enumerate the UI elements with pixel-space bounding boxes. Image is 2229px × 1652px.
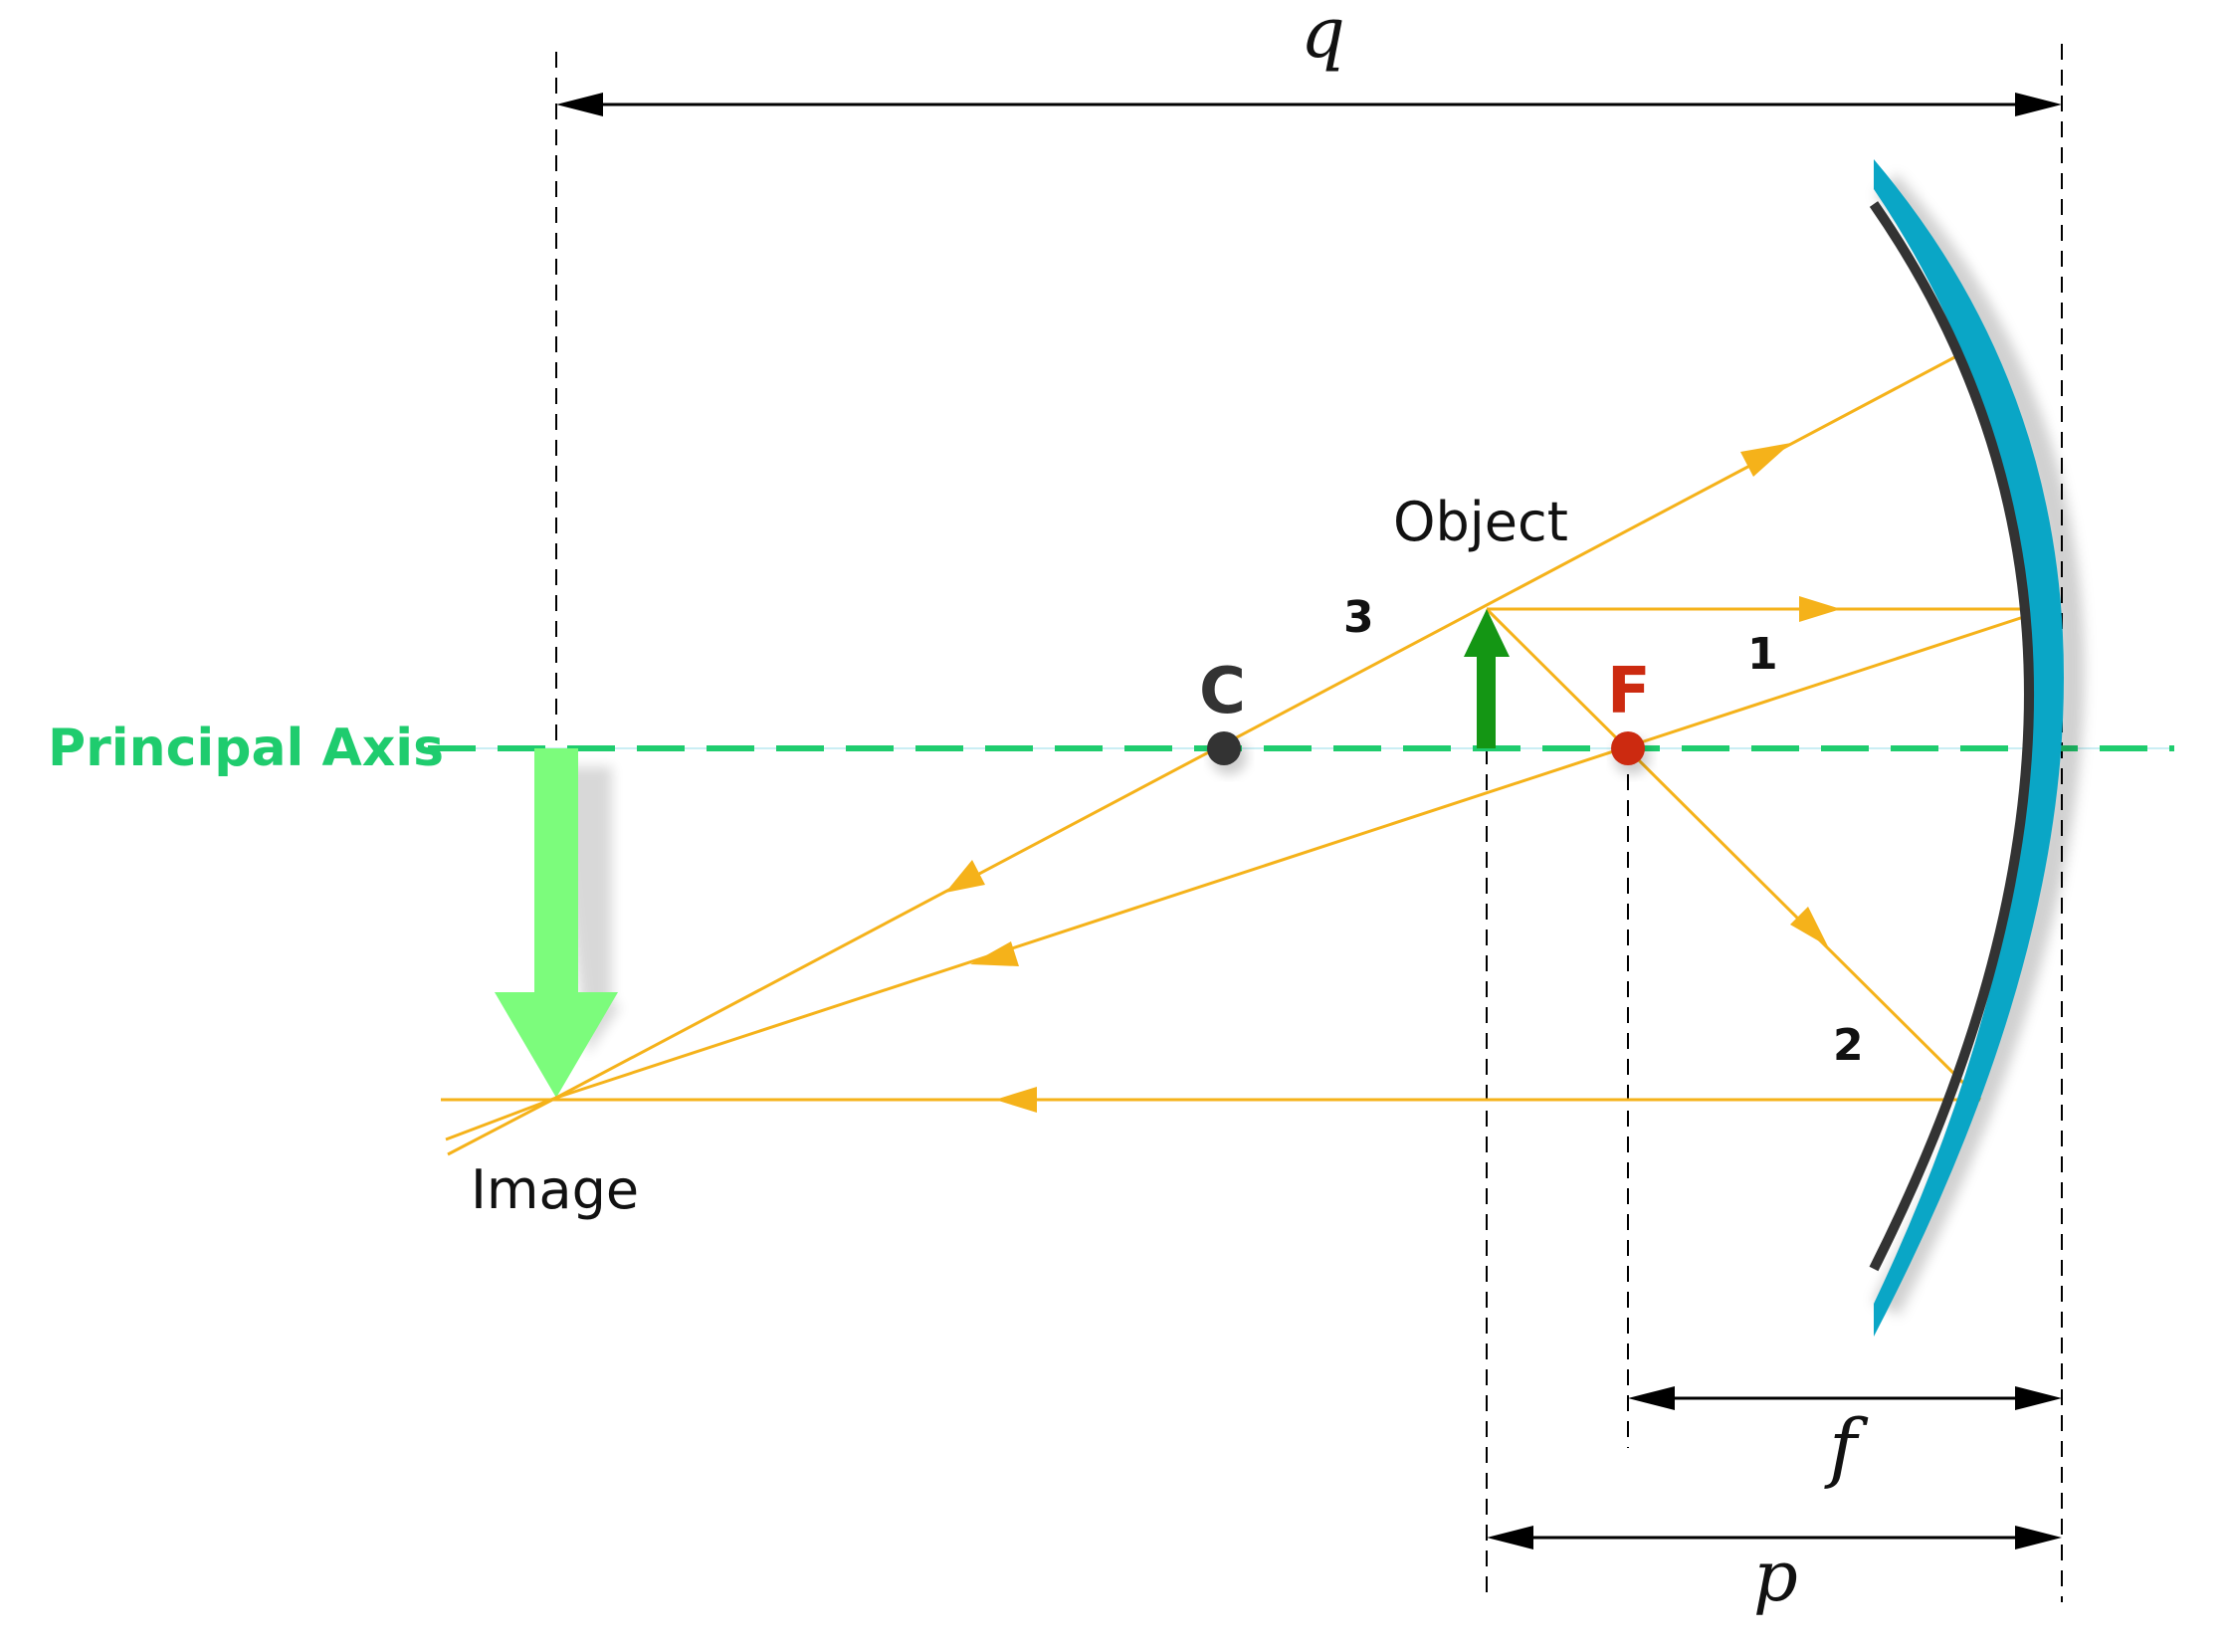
ray-2-label: 2 — [1833, 1020, 1864, 1071]
ray-3-label: 3 — [1343, 592, 1374, 643]
object-distance-label: p — [1753, 1536, 1798, 1617]
ray-1-label: 1 — [1747, 629, 1778, 680]
arrow-up-icon — [1464, 609, 1510, 748]
reference-lines — [555, 44, 2063, 1602]
ray-3-out-arrowhead — [1740, 443, 1791, 477]
focal-point-label: F — [1607, 655, 1651, 728]
f-arrowhead-left — [1628, 1386, 1675, 1410]
p-arrowhead-left — [1487, 1526, 1533, 1549]
ray-3-incident — [555, 352, 1961, 1100]
mirror-reflective-surface — [1869, 201, 2034, 1272]
ray-1-extension — [445, 1096, 557, 1141]
image-distance-label: q — [1301, 0, 1345, 74]
ray-3-extension — [447, 1096, 557, 1156]
concave-mirror — [1869, 159, 2085, 1337]
center-of-curvature-label: C — [1199, 655, 1246, 728]
ray-1-back-arrowhead — [970, 941, 1019, 966]
focal-point — [1611, 731, 1650, 774]
arrow-down-icon — [495, 748, 622, 1098]
ray-2-back-arrowhead — [995, 1087, 1037, 1113]
image-label: Image — [471, 1158, 639, 1221]
ray-2-out-arrowhead — [1790, 907, 1828, 946]
center-of-curvature-point — [1207, 731, 1247, 774]
ray-1-reflected — [555, 607, 2049, 1100]
ray-3-back-arrowhead — [945, 860, 985, 893]
dimension-arrows — [556, 93, 2062, 1549]
principal-axis-label: Principal Axis — [48, 719, 444, 778]
p-arrowhead-right — [2015, 1526, 2062, 1549]
ray-direction-arrowheads — [945, 443, 1841, 1113]
q-arrowhead-right — [2015, 93, 2062, 116]
ray-1-out-arrowhead — [1799, 596, 1841, 622]
object-label: Object — [1393, 491, 1568, 553]
f-arrowhead-right — [2015, 1386, 2062, 1410]
light-rays — [441, 352, 2049, 1156]
mirror-reflective-back — [1874, 159, 2064, 1337]
q-arrowhead-left — [556, 93, 603, 116]
ray-2-incident — [1485, 607, 1982, 1102]
focal-length-label: f — [1824, 1402, 1869, 1491]
